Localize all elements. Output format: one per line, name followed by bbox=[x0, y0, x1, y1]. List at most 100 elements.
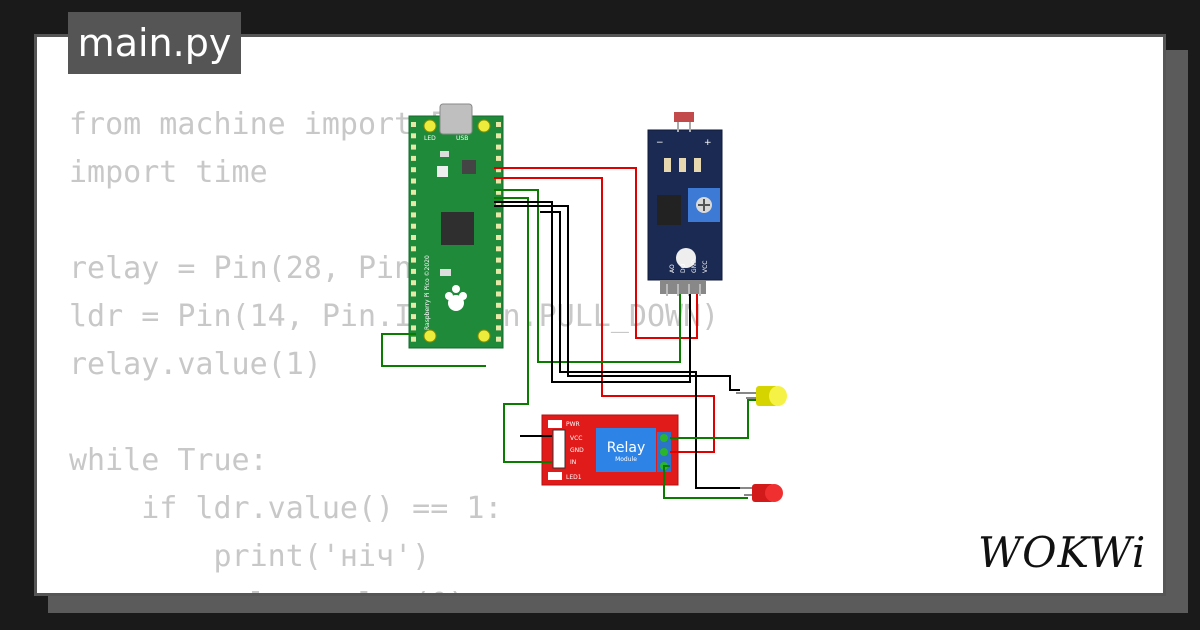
relay-pin-label: GND bbox=[570, 447, 584, 454]
relay-block bbox=[596, 428, 656, 472]
pico-pin[interactable] bbox=[496, 246, 501, 252]
pwr-led bbox=[548, 420, 562, 428]
wire-green bbox=[663, 465, 748, 499]
led-indicator bbox=[440, 151, 449, 157]
wire-red bbox=[494, 177, 715, 453]
pico-pin[interactable] bbox=[411, 133, 416, 139]
wire-black bbox=[494, 201, 691, 383]
pico-pin[interactable] bbox=[496, 257, 501, 263]
raspberry-pi-pico-board[interactable]: Raspberry Pi Pico ©2020 LED USB bbox=[408, 103, 504, 349]
pico-pin[interactable] bbox=[411, 314, 416, 320]
pico-pin[interactable] bbox=[496, 178, 501, 184]
led1-indicator bbox=[548, 472, 562, 480]
pico-pin[interactable] bbox=[411, 122, 416, 127]
pico-pin[interactable] bbox=[496, 280, 501, 286]
pico-pin[interactable] bbox=[411, 291, 416, 297]
ldr-pin-header bbox=[660, 280, 706, 294]
pico-pin[interactable] bbox=[496, 144, 501, 150]
ldr-module[interactable]: − + AO DO GND VCC bbox=[647, 112, 723, 296]
wire-black bbox=[494, 205, 740, 391]
yellow-led[interactable] bbox=[736, 386, 787, 406]
pico-pin-row-left bbox=[411, 122, 416, 342]
red-led[interactable] bbox=[738, 484, 783, 502]
relay-pin-label: IN bbox=[570, 459, 576, 466]
pico-pin[interactable] bbox=[411, 325, 416, 331]
led1-label: LED1 bbox=[566, 474, 582, 481]
pico-pin[interactable] bbox=[411, 235, 416, 240]
pico-pin[interactable] bbox=[411, 246, 416, 252]
wire-red bbox=[494, 167, 698, 339]
relay-title: Relay bbox=[607, 440, 645, 456]
ldr-pin-label: DO bbox=[680, 263, 687, 273]
relay-pin-label: VCC bbox=[570, 435, 582, 442]
pico-pin[interactable] bbox=[496, 122, 501, 127]
flash-chip bbox=[440, 269, 451, 276]
code-line: print('ніч') bbox=[69, 539, 431, 574]
wire-green bbox=[494, 197, 552, 463]
comparator-chip bbox=[657, 195, 681, 225]
pico-pin[interactable] bbox=[411, 223, 416, 229]
pico-pin[interactable] bbox=[411, 167, 416, 173]
pico-pin[interactable] bbox=[496, 235, 501, 240]
code-line: relay.value(0) bbox=[69, 587, 466, 593]
diagram-canvas[interactable]: from machine import Pin import time rela… bbox=[34, 34, 1166, 596]
pico-pin[interactable] bbox=[496, 189, 501, 195]
pico-pin[interactable] bbox=[411, 280, 416, 286]
wire-green bbox=[670, 399, 756, 439]
rp2040-chip-icon bbox=[441, 212, 474, 245]
relay-pin-header bbox=[552, 429, 566, 469]
usb-connector bbox=[439, 103, 473, 135]
bootsel-switch bbox=[437, 166, 448, 177]
pico-pin[interactable] bbox=[496, 212, 501, 218]
file-tab[interactable]: main.py bbox=[68, 12, 241, 74]
ldr-sensor-icon bbox=[676, 248, 696, 268]
wires bbox=[381, 167, 756, 499]
pico-pin[interactable] bbox=[411, 155, 416, 161]
pico-pin[interactable] bbox=[496, 133, 501, 139]
mounting-hole bbox=[477, 119, 491, 133]
pico-pin[interactable] bbox=[496, 336, 501, 342]
svg-text:−: − bbox=[656, 138, 664, 148]
pico-pin[interactable] bbox=[496, 155, 501, 161]
pwr-label: PWR bbox=[566, 421, 580, 428]
relay-subtitle: Module bbox=[615, 456, 637, 463]
ldr-pin-label: VCC bbox=[702, 261, 709, 273]
pico-pin[interactable] bbox=[496, 302, 501, 308]
wire-green bbox=[381, 333, 486, 367]
pico-pin[interactable] bbox=[496, 314, 501, 320]
pico-pin[interactable] bbox=[496, 268, 501, 274]
pico-pin[interactable] bbox=[411, 302, 416, 308]
pico-pin[interactable] bbox=[411, 257, 416, 263]
pico-pin[interactable] bbox=[411, 336, 416, 342]
mounting-hole bbox=[423, 329, 437, 343]
pico-pin-row-right bbox=[496, 122, 501, 342]
pico-pin[interactable] bbox=[411, 201, 416, 207]
svg-text:+: + bbox=[704, 138, 712, 148]
pico-pin[interactable] bbox=[411, 268, 416, 274]
code-line: import time bbox=[69, 155, 268, 190]
pico-pin[interactable] bbox=[496, 201, 501, 207]
pico-silkscreen: Raspberry Pi Pico ©2020 bbox=[424, 255, 431, 330]
wire-green bbox=[494, 189, 681, 363]
ldr-pin-label: AO bbox=[669, 264, 676, 273]
pico-pin[interactable] bbox=[411, 178, 416, 184]
code-line: while True: bbox=[69, 443, 268, 478]
pico-pin[interactable] bbox=[411, 189, 416, 195]
pico-pin[interactable] bbox=[411, 212, 416, 218]
pico-pin[interactable] bbox=[411, 144, 416, 150]
mounting-hole bbox=[423, 119, 437, 133]
code-background: from machine import Pin import time rela… bbox=[69, 101, 719, 593]
photoresistor-icon bbox=[674, 112, 694, 122]
usb-label: USB bbox=[456, 135, 468, 142]
pico-pin[interactable] bbox=[496, 325, 501, 331]
led-label: LED bbox=[424, 135, 436, 142]
bootsel-button[interactable] bbox=[462, 160, 476, 174]
pico-pin[interactable] bbox=[496, 167, 501, 173]
pico-pin[interactable] bbox=[496, 223, 501, 229]
mounting-hole bbox=[477, 329, 491, 343]
pico-pin[interactable] bbox=[496, 291, 501, 297]
relay-module[interactable]: Relay Module VCC GND IN PWR LED1 bbox=[541, 414, 679, 486]
wire-black bbox=[540, 211, 740, 489]
ldr-pin-label: GND bbox=[691, 259, 698, 273]
